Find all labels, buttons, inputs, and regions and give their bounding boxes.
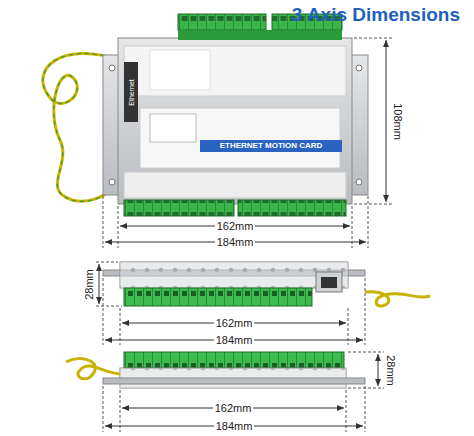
- dimension-label: 184mm: [214, 335, 255, 346]
- dimension-label: 162mm: [214, 318, 255, 329]
- dimension-label: 184mm: [214, 421, 255, 432]
- dimension-label: 108mm: [392, 101, 403, 142]
- product-name: ETHERNET MOTION CARD: [218, 141, 325, 151]
- dimension-label: 28mm: [84, 267, 95, 302]
- dimension-label: 184mm: [215, 237, 256, 248]
- dimension-label: 28mm: [385, 353, 396, 388]
- dimension-label: 162mm: [215, 221, 256, 232]
- port-label: Ethernet: [127, 77, 136, 107]
- dimension-label: 162mm: [213, 403, 254, 414]
- page-title: 3 Axis Dimensions: [292, 4, 460, 26]
